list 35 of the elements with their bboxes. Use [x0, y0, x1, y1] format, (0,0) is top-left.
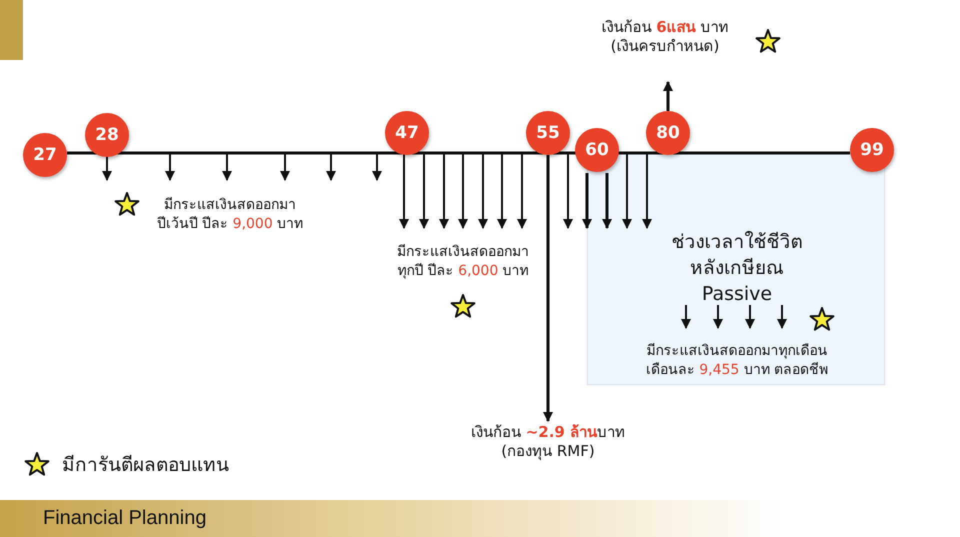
cash-flow-arrow [602, 173, 612, 229]
age-circle: 27 [23, 133, 67, 177]
age-circle: 99 [850, 128, 894, 172]
age-circle: 55 [526, 111, 570, 155]
cash-flow-arrow [582, 173, 592, 229]
amount-note: มีกระแสเงินสดออกมา ปีเว้นปี ปีละ 9,000 บาท [135, 196, 325, 234]
amount-note: มีกระแสเงินสดออกมา ทุกปี ปีละ 6,000 บาท [373, 243, 553, 281]
amount-note: เงินก้อน ~2.9 ล้านบาท (กองทุน RMF) [448, 423, 648, 461]
cash-flow-arrow [478, 154, 488, 229]
cash-flow-arrow [439, 154, 449, 229]
cash-flow-arrow [458, 154, 468, 229]
age-circle: 80 [646, 111, 690, 155]
cash-flow-arrow [419, 154, 429, 229]
amount-note: เงินก้อน 6แสน บาท (เงินครบกำหนด) [570, 18, 760, 56]
cash-flow-arrow [372, 154, 382, 181]
arrow [543, 155, 553, 422]
cash-flow-arrow [622, 154, 632, 229]
cash-flow-arrow [497, 154, 507, 229]
age-circle: 60 [575, 128, 619, 172]
age-circle: 47 [385, 111, 429, 155]
age-circle: 28 [85, 113, 129, 157]
cash-flow-arrow [222, 154, 232, 181]
cash-flow-arrow [165, 154, 175, 181]
cash-flow-arrow [399, 154, 409, 229]
cash-flow-arrow [563, 154, 573, 229]
cash-flow-arrow [326, 154, 336, 181]
arrow [663, 81, 673, 111]
cash-flow-arrow [280, 154, 290, 181]
cash-flow-arrow [517, 154, 527, 229]
legend-text: มีการันตีผลตอบแทน [62, 453, 229, 478]
cash-flow-note: มีกระแสเงินสดออกมาทุกเดือน เดือนละ 9,455 บาท ตลอดชีพ [644, 342, 830, 380]
footer-title: Financial Planning [43, 507, 206, 530]
cash-flow-arrow [102, 154, 112, 181]
panel-heading: ช่วงเวลาใช้ชีวิต หลังเกษียณ Passive [670, 230, 804, 307]
cash-flow-arrow [642, 154, 652, 229]
